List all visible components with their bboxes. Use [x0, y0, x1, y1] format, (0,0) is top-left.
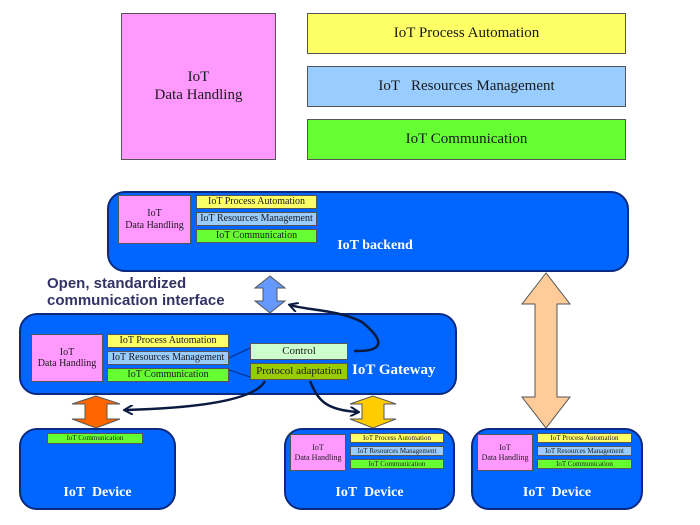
device-1-communication: IoT Communication	[47, 433, 143, 444]
gateway-title: IoT Gateway	[352, 362, 436, 378]
device-1-title: IoT Device	[63, 485, 132, 500]
device-3-resources-management: IoT Resources Management	[537, 446, 632, 456]
gateway-control: Control	[250, 343, 348, 360]
device-3-process-automation: IoT Process Automation	[537, 433, 632, 443]
device-3-double-arrow	[520, 272, 572, 429]
interface-double-arrow	[253, 275, 287, 314]
device-2-resources-management: IoT Resources Management	[350, 446, 444, 456]
device-3-data-handling: IoT Data Handling	[477, 434, 533, 471]
backend-panel	[107, 191, 629, 272]
gateway-communication: IoT Communication	[107, 368, 229, 382]
backend-data-handling: IoT Data Handling	[118, 195, 191, 244]
device-3-title: IoT Device	[522, 485, 592, 500]
device-2-data-handling: IoT Data Handling	[290, 434, 346, 471]
backend-resources-management: IoT Resources Management	[196, 212, 317, 226]
gateway-data-handling: IoT Data Handling	[31, 334, 103, 382]
device-2-double-arrow	[349, 395, 397, 429]
gateway-resources-management: IoT Resources Management	[107, 351, 229, 365]
gateway-process-automation: IoT Process Automation	[107, 334, 229, 348]
interface-label: Open, standardized communication interfa…	[47, 275, 225, 309]
device-2-title: IoT Device	[335, 485, 404, 500]
device-1-double-arrow	[71, 395, 121, 429]
device-2-communication: IoT Communication	[350, 459, 444, 469]
legend-resources-management: IoT Resources Management	[307, 66, 626, 107]
device-2-process-automation: IoT Process Automation	[350, 433, 444, 443]
legend-data-handling: IoT Data Handling	[121, 13, 276, 160]
device-3-communication: IoT Communication	[537, 459, 632, 469]
backend-communication: IoT Communication	[196, 229, 317, 243]
gateway-protocol-adaptation: Protocol adaptation	[250, 363, 348, 380]
backend-title: IoT backend	[337, 238, 413, 253]
backend-process-automation: IoT Process Automation	[196, 195, 317, 209]
legend-communication: IoT Communication	[307, 119, 626, 160]
legend-process-automation: IoT Process Automation	[307, 13, 626, 54]
